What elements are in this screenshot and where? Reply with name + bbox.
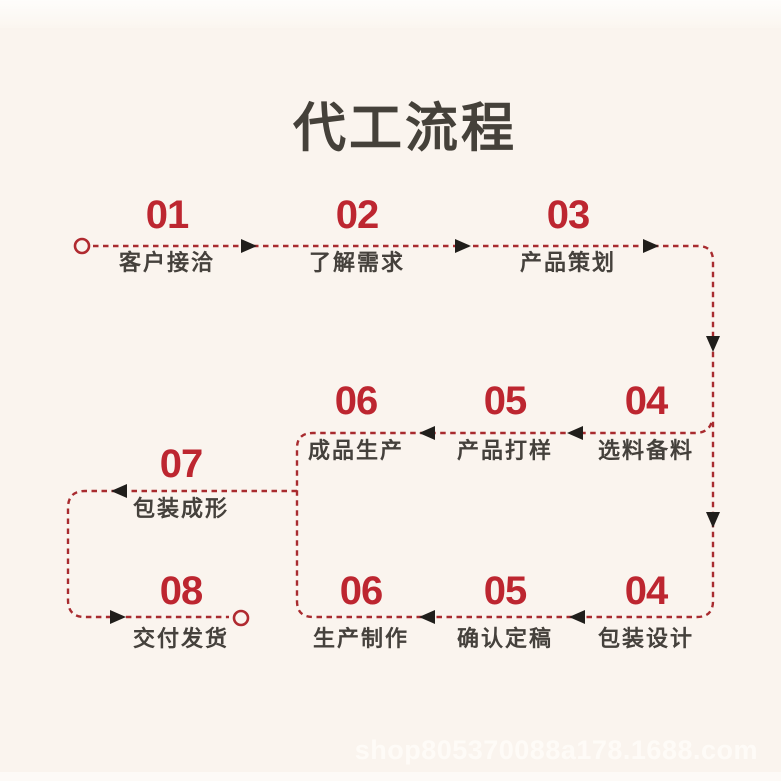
step-07-packaging-forming: 07 包装成形 (71, 444, 291, 520)
arrowheads (110, 239, 720, 624)
page-title: 代工流程 (293, 99, 517, 158)
end-circle-icon (232, 609, 250, 627)
step-number: 06 (339, 569, 384, 613)
step-08-delivery-shipping: 08 交付发货 (71, 571, 291, 650)
step-04-material-preparation: 04 选料备料 (536, 381, 756, 462)
step-number: 07 (159, 442, 204, 486)
arrow-left-icon (419, 610, 435, 624)
step-01-customer-contact: 01 客户接洽 (57, 195, 277, 274)
arrow-left-icon (111, 484, 127, 498)
arrow-down-icon (706, 512, 720, 528)
step-label: 生产制作 (312, 626, 409, 651)
step-02-understand-needs: 02 了解需求 (247, 195, 467, 274)
step-number: 04 (624, 379, 669, 423)
step-number: 03 (546, 193, 591, 237)
step-label: 产品打样 (456, 438, 553, 463)
start-circle-icon (73, 237, 91, 255)
arrow-right-icon (110, 610, 126, 624)
step-03-product-planning: 03 产品策划 (458, 195, 678, 274)
step-number: 05 (483, 569, 528, 613)
step-number: 01 (145, 193, 190, 237)
step-number: 08 (159, 569, 204, 613)
step-04-packaging-design: 04 包装设计 (536, 571, 756, 650)
step-label: 客户接洽 (118, 250, 215, 275)
bottom-light-strip (0, 772, 781, 781)
arrow-right-icon (643, 239, 659, 253)
step-label: 产品策划 (519, 250, 616, 275)
step-label: 包装设计 (597, 626, 694, 651)
flow-path-left-branch (66, 489, 297, 619)
step-label: 交付发货 (132, 626, 229, 651)
step-label: 包装成形 (132, 496, 229, 521)
flow-path-main (93, 244, 715, 619)
arrow-left-icon (419, 426, 435, 440)
top-light-strip (0, 0, 781, 28)
arrow-left-icon (567, 426, 583, 440)
step-label: 了解需求 (308, 250, 405, 275)
step-05-product-sampling: 05 产品打样 (395, 381, 615, 462)
step-number: 06 (334, 379, 379, 423)
arrow-right-icon (455, 239, 471, 253)
step-label: 确认定稿 (456, 626, 553, 651)
step-label: 选料备料 (597, 438, 694, 463)
step-06-production-making: 06 生产制作 (251, 571, 471, 650)
step-05-confirm-final-draft: 05 确认定稿 (395, 571, 615, 650)
arrow-down-icon (706, 336, 720, 352)
step-number: 04 (624, 569, 669, 613)
step-label: 成品生产 (307, 438, 404, 463)
step-number: 05 (483, 379, 528, 423)
arrow-left-icon (569, 610, 585, 624)
arrow-right-icon (241, 239, 257, 253)
shop-watermark: shop805370088a178.1688.com (354, 735, 758, 765)
step-number: 02 (335, 193, 380, 237)
step-06-finished-production: 06 成品生产 (246, 381, 466, 462)
